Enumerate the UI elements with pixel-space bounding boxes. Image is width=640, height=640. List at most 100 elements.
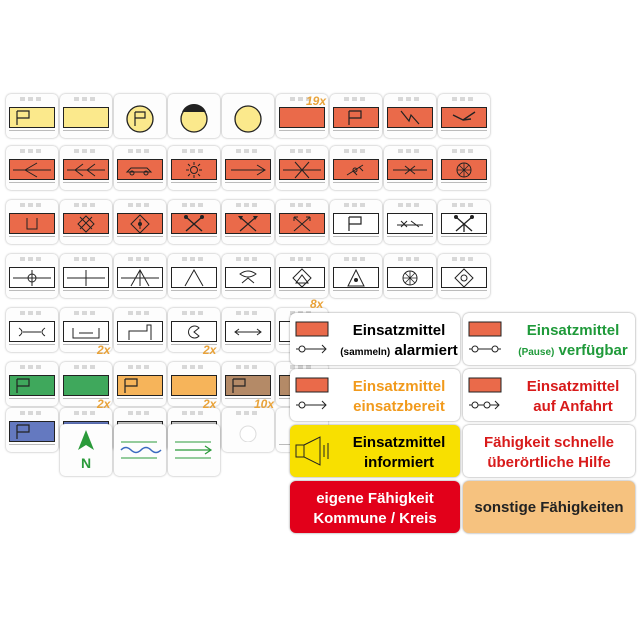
tile-yellow-circle-flag[interactable] [114, 94, 166, 138]
tile-line [279, 182, 325, 183]
tile-white-crane[interactable] [114, 308, 166, 352]
tile-white-wheel[interactable] [384, 254, 436, 298]
card-einsatzmittel-anfahrt[interactable]: Einsatzmittel auf Anfahrt [463, 369, 635, 421]
tile-red-fork[interactable] [6, 146, 58, 190]
tile-line [441, 236, 487, 237]
tile-yellow-flag[interactable] [6, 94, 58, 138]
card-einsatzmittel-einsatzbereit[interactable]: Einsatzmittel einsatzbereit [290, 369, 460, 421]
tile-red-blank[interactable] [276, 94, 328, 138]
tile-line [9, 182, 55, 183]
tile-band [117, 375, 163, 396]
tile-dots [398, 97, 422, 101]
card-faehigkeit-hilfe[interactable]: Fähigkeit schnelle überörtliche Hilfe [463, 425, 635, 477]
tile-red-crossed-tools[interactable] [168, 200, 220, 244]
tile-brown-flag[interactable] [222, 362, 274, 406]
tile-white-double-arrow[interactable] [222, 308, 274, 352]
tile-red-arrow-right[interactable] [222, 146, 274, 190]
tile-wave[interactable] [114, 424, 166, 476]
tile-white-trailer[interactable] [384, 200, 436, 244]
tile-orange-flag[interactable] [114, 362, 166, 406]
tile-wind-arrow[interactable] [168, 424, 220, 476]
tile-band [9, 375, 55, 396]
flag-icon [16, 424, 30, 439]
tile-line [117, 290, 163, 291]
tile-red-wheel[interactable] [438, 146, 490, 190]
tile-white-plus[interactable] [60, 254, 112, 298]
tile-yellow-blank[interactable] [60, 94, 112, 138]
tile-white-target[interactable] [6, 254, 58, 298]
card-line1: Einsatzmittel [352, 322, 446, 339]
tile-yellow-circle[interactable] [222, 94, 274, 138]
tile-red-cross[interactable] [276, 146, 328, 190]
tile-white-bracket[interactable] [60, 308, 112, 352]
tile-dots [452, 97, 476, 101]
card-line1: Einsatzmittel [526, 322, 620, 339]
tile-red-flag-2[interactable] [330, 200, 382, 244]
tile-band [9, 107, 55, 128]
wave-icon [120, 441, 162, 459]
tile-red-flag[interactable] [330, 94, 382, 138]
tile-red-sun[interactable] [168, 146, 220, 190]
tile-dots [344, 203, 368, 207]
tile-white-gear-diamond[interactable] [438, 254, 490, 298]
card-einsatzmittel-informiert[interactable]: Einsatzmittel informiert [290, 425, 460, 477]
card-small: (Pause) [518, 347, 555, 358]
tile-line [63, 130, 109, 131]
tile-dots [182, 311, 206, 315]
tile-green-flag[interactable] [6, 362, 58, 406]
flag-icon [16, 110, 30, 125]
crossed-arrows-icon [293, 216, 311, 232]
coupling-icon [18, 327, 46, 337]
tile-white-eye[interactable] [222, 254, 274, 298]
cross-icon [283, 161, 321, 179]
card-einsatzmittel-verfuegbar[interactable]: Einsatzmittel (Pause) verfügbar [463, 313, 635, 365]
tile-white-pacman[interactable] [168, 308, 220, 352]
flag-icon [124, 378, 138, 393]
tile-dots [74, 311, 98, 315]
tile-dots [74, 365, 98, 369]
tile-blue-flag[interactable] [6, 408, 58, 452]
tile-red-bucket[interactable] [6, 200, 58, 244]
card-line1: Einsatzmittel [526, 378, 620, 395]
tile-white-circle[interactable] [222, 408, 274, 452]
tile-white-triangle[interactable] [168, 254, 220, 298]
tile-red-lightning[interactable] [384, 94, 436, 138]
tile-red-crossed-arrows[interactable] [276, 200, 328, 244]
multiplier-badge: 10x [254, 397, 275, 411]
tile-line [387, 236, 433, 237]
tile-red-diamond[interactable] [114, 200, 166, 244]
tile-dots [128, 365, 152, 369]
card-einsatzmittel-alarmiert[interactable]: Einsatzmittel (sammeln) alarmiert [290, 313, 460, 365]
tile-line [9, 290, 55, 291]
card-line1: Fähigkeit schnelle [483, 434, 615, 451]
tile-red-valve[interactable] [384, 146, 436, 190]
tile-line [333, 130, 379, 131]
tile-white-eye-triangle[interactable] [330, 254, 382, 298]
tile-dots [290, 97, 314, 101]
tile-yellow-circle-bar[interactable] [168, 94, 220, 138]
tile-white-coupling[interactable] [6, 308, 58, 352]
tile-line [117, 236, 163, 237]
tile-red-double-fork[interactable] [60, 146, 112, 190]
card-line2: einsatzbereit [353, 398, 445, 415]
vehicle-alarm-icon [295, 321, 329, 354]
tile-white-hazard-diamond[interactable] [276, 254, 328, 298]
tile-band [333, 267, 379, 288]
tile-north-arrow[interactable]: N [60, 424, 112, 476]
tile-orange-blank[interactable] [168, 362, 220, 406]
tile-white-crossed-tools[interactable] [438, 200, 490, 244]
tile-red-pump[interactable] [330, 146, 382, 190]
tile-red-hazard-x[interactable] [60, 200, 112, 244]
circle-flag-icon [126, 105, 154, 133]
tile-line [225, 398, 271, 399]
card-sonstige-faehigkeiten[interactable]: sonstige Fähigkeiten [463, 481, 635, 533]
eye-icon [239, 270, 257, 284]
card-eigene-faehigkeit[interactable]: eigene Fähigkeit Kommune / Kreis [290, 481, 460, 533]
tile-line [279, 236, 325, 237]
tile-red-crossed-axes[interactable] [222, 200, 274, 244]
tile-white-ladder-tent[interactable] [114, 254, 166, 298]
tile-red-bird[interactable] [438, 94, 490, 138]
trailer-icon [397, 220, 423, 228]
tile-green-blank[interactable] [60, 362, 112, 406]
tile-red-vehicle[interactable] [114, 146, 166, 190]
